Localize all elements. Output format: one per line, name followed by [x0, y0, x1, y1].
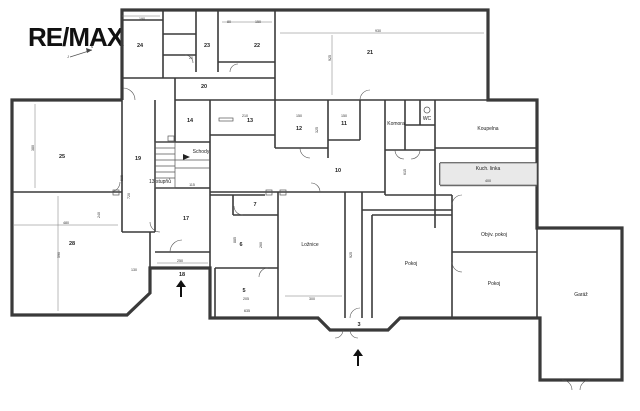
- room-22: 22: [254, 43, 260, 49]
- room-loznice: Ložnice: [301, 242, 318, 248]
- dim-label: 20: [189, 56, 193, 60]
- room-koupelna: Koupelna: [477, 126, 498, 132]
- dim-label: 150: [255, 20, 261, 24]
- compass-label-s: S: [91, 45, 94, 49]
- dim-label: 210: [242, 114, 248, 118]
- dim-label: 400: [485, 179, 491, 183]
- room-pokoj-2: Pokoj: [488, 281, 501, 287]
- dimension-labels: 190 80 150 930 925 20 380 585 210 150 32…: [31, 17, 491, 313]
- dim-label: 480: [63, 221, 69, 225]
- dim-label: 115: [189, 183, 195, 187]
- room-12: 12: [296, 126, 302, 132]
- label-schody: Schody: [193, 149, 210, 155]
- room-23: 23: [204, 43, 210, 49]
- outer-walls: [10, 8, 624, 382]
- door-swings: [109, 54, 591, 391]
- dim-label: 885: [233, 237, 237, 243]
- room-28: 28: [69, 241, 75, 247]
- dim-label: 635: [244, 309, 250, 313]
- dim-label: 925: [349, 252, 353, 258]
- room-6: 6: [239, 242, 242, 248]
- dim-label: 615: [403, 169, 407, 175]
- room-14: 14: [187, 118, 194, 124]
- dim-label: 380: [31, 145, 35, 151]
- room-obyvaci-pokoj: Obýv. pokoj: [481, 232, 507, 238]
- dim-label: 205: [243, 297, 249, 301]
- dim-label: 720: [127, 193, 131, 199]
- dim-label: 150: [296, 114, 302, 118]
- room-pokoj-1: Pokoj: [405, 261, 418, 267]
- room-18: 18: [179, 272, 185, 278]
- compass-icon: J S: [67, 45, 94, 59]
- room-21: 21: [367, 50, 373, 56]
- dim-label: 930: [375, 29, 381, 33]
- dimension-lines: [14, 15, 537, 311]
- room-komora: Komora: [387, 121, 405, 127]
- remax-logo: RE/MAX: [28, 22, 126, 52]
- entrance-arrow-3: [353, 349, 363, 366]
- dim-label: 585: [120, 175, 124, 181]
- dim-label: 325: [315, 127, 319, 133]
- kitchen-counter: [439, 162, 538, 186]
- dim-label: 190: [139, 17, 145, 21]
- dim-label: 80: [227, 20, 231, 24]
- dim-label: 240: [97, 212, 101, 218]
- room-10: 10: [335, 168, 341, 174]
- room-garaz: Garáž: [574, 292, 588, 298]
- fixtures: [112, 106, 431, 196]
- room-labels: 24 23 22 21 20 25 19 14 13 12 11 10 Komo…: [59, 43, 588, 328]
- room-17: 17: [183, 216, 189, 222]
- dim-label: 590: [57, 252, 61, 258]
- dim-label: 260: [259, 242, 263, 248]
- room-11: 11: [341, 121, 347, 127]
- room-5: 5: [242, 288, 245, 294]
- room-25: 25: [59, 154, 65, 160]
- dim-label: 250: [177, 259, 183, 263]
- room-24: 24: [137, 43, 144, 49]
- room-19: 19: [135, 156, 141, 162]
- staircase: [154, 141, 210, 189]
- dim-label: 150: [341, 114, 347, 118]
- room-wc: WC: [423, 116, 432, 122]
- room-kuchynska-linka: Kuch. linka: [476, 166, 501, 172]
- room-7: 7: [253, 202, 256, 208]
- brand-name: RE/MAX: [28, 22, 125, 52]
- dim-label: 925: [328, 55, 332, 61]
- room-13: 13: [247, 118, 253, 124]
- room-20: 20: [201, 84, 207, 90]
- room-3: 3: [357, 322, 360, 328]
- entrance-arrow-18: [176, 280, 186, 297]
- dim-label: 300: [309, 297, 315, 301]
- compass-label-j: J: [67, 55, 69, 59]
- label-stupne: 13 stupňů: [149, 178, 171, 185]
- dim-label: 130: [131, 268, 137, 272]
